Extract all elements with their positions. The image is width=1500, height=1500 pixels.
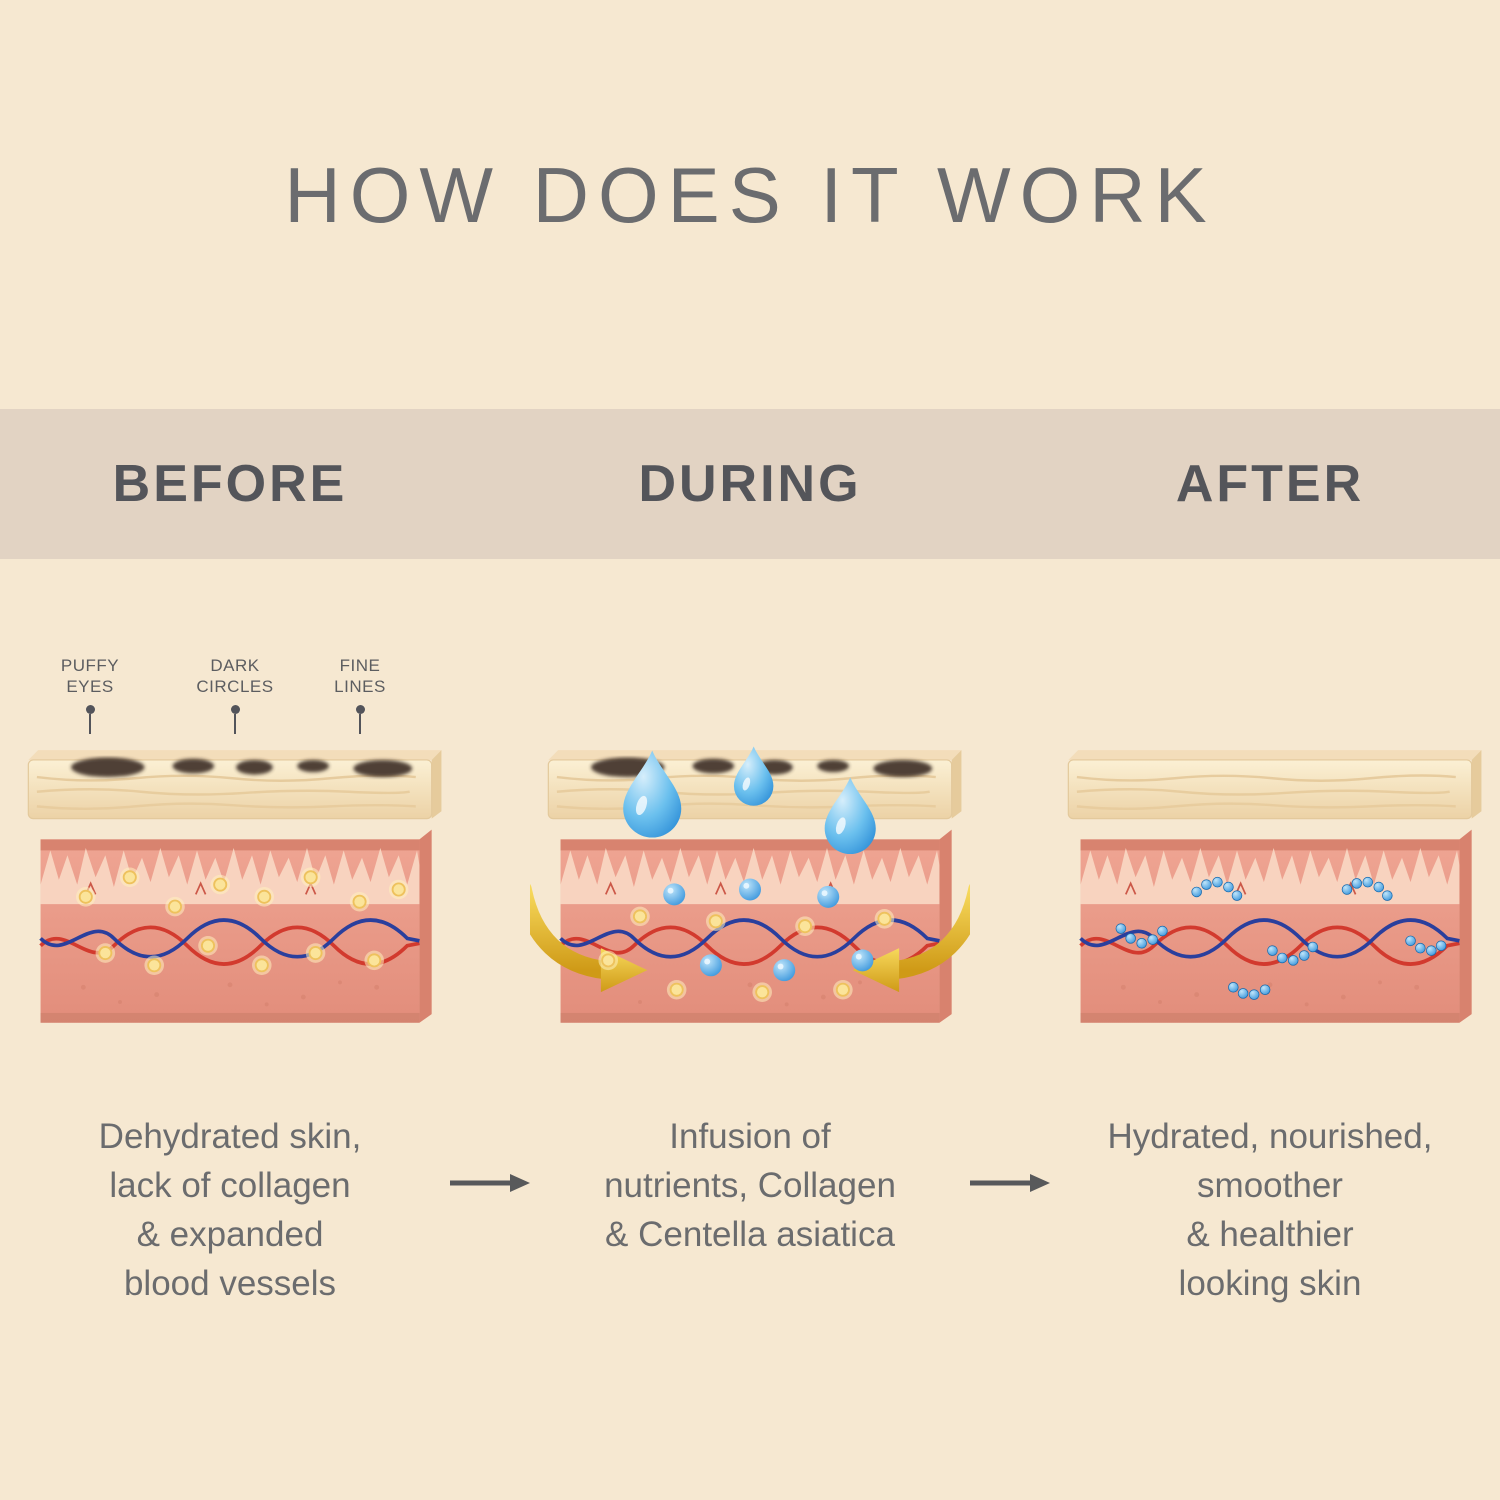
captions-row: Dehydrated skin, lack of collagen & expa… [10,1112,1490,1308]
callout-text: FINE [339,656,381,675]
caption-line: looking skin [1178,1264,1362,1303]
caption-line: lack of collagen [109,1166,351,1205]
caption-line: & Centella asiatica [605,1215,895,1254]
stage-panel-before: PUFFY EYES DARK CIRCLES FINE LINES [10,651,450,1090]
caption-line: smoother [1197,1166,1343,1205]
flow-arrow-2 [970,1174,1050,1192]
caption-line: nutrients, Collagen [604,1166,896,1205]
stage-header-during: DURING [638,455,862,513]
callout-fine-lines: FINE LINES [300,655,420,734]
pin-stem [88,713,92,734]
pin-icon [355,704,365,714]
caption-before: Dehydrated skin, lack of collagen & expa… [10,1112,450,1308]
flow-arrow-1 [450,1174,530,1192]
caption-line: blood vessels [123,1264,337,1303]
caption-line: Hydrated, nourished, [1107,1117,1433,1156]
callout-text: LINES [334,677,386,697]
pin-icon [230,704,240,714]
stage-panel-during [530,651,970,1090]
pin-icon [85,704,95,714]
caption-after: Hydrated, nourished, smoother & healthie… [1050,1112,1490,1308]
infusion-arrow-right-icon [852,884,970,993]
skin-diagram-after [1066,748,1484,1025]
stage-panel-after [1050,651,1490,1090]
callout-puffy-eyes: PUFFY EYES [25,655,155,734]
stage-band: BEFORE DURING AFTER [0,409,1500,559]
before-callouts: PUFFY EYES DARK CIRCLES FINE LINES [10,651,450,763]
caption-line: Infusion of [669,1117,831,1156]
stages-content: PUFFY EYES DARK CIRCLES FINE LINES [10,651,1490,1090]
stage-header-after: AFTER [1175,455,1365,513]
callout-text: CIRCLES [196,677,274,697]
pin-stem [358,713,362,734]
caption-during: Infusion of nutrients, Collagen & Centel… [530,1112,970,1259]
right-arrow-icon [450,1174,530,1192]
caption-line: & expanded [136,1215,324,1254]
callout-text: PUFFY [60,656,120,675]
callout-text: DARK [210,656,260,675]
right-arrow-icon [970,1174,1050,1192]
skin-diagram-before [26,748,444,1025]
callout-text: EYES [66,677,114,697]
caption-line: Dehydrated skin, [98,1117,362,1156]
skin-diagram-during [530,746,970,1025]
page-title: HOW DOES IT WORK [284,151,1216,239]
stage-header-before: BEFORE [112,455,348,513]
callout-dark-circles: DARK CIRCLES [170,655,300,734]
caption-line: & healthier [1186,1215,1354,1254]
pin-stem [233,713,237,734]
